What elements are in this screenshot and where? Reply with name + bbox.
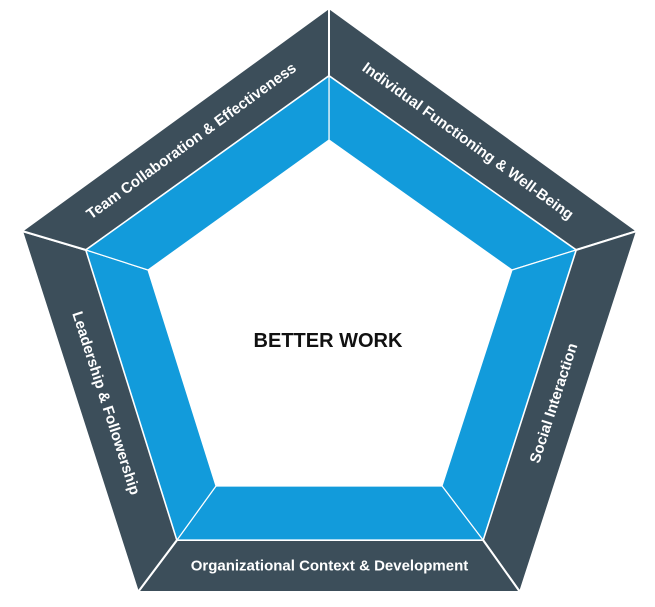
- inner-ring: [84, 74, 578, 542]
- inner-segment-organizational-context-and-development: [175, 485, 485, 541]
- segment-label-organizational-context-and-development: Organizational Context & Development: [191, 558, 469, 575]
- outer-ring: [19, 6, 640, 595]
- center-area: [148, 140, 512, 486]
- center-title: BETTER WORK: [254, 330, 403, 352]
